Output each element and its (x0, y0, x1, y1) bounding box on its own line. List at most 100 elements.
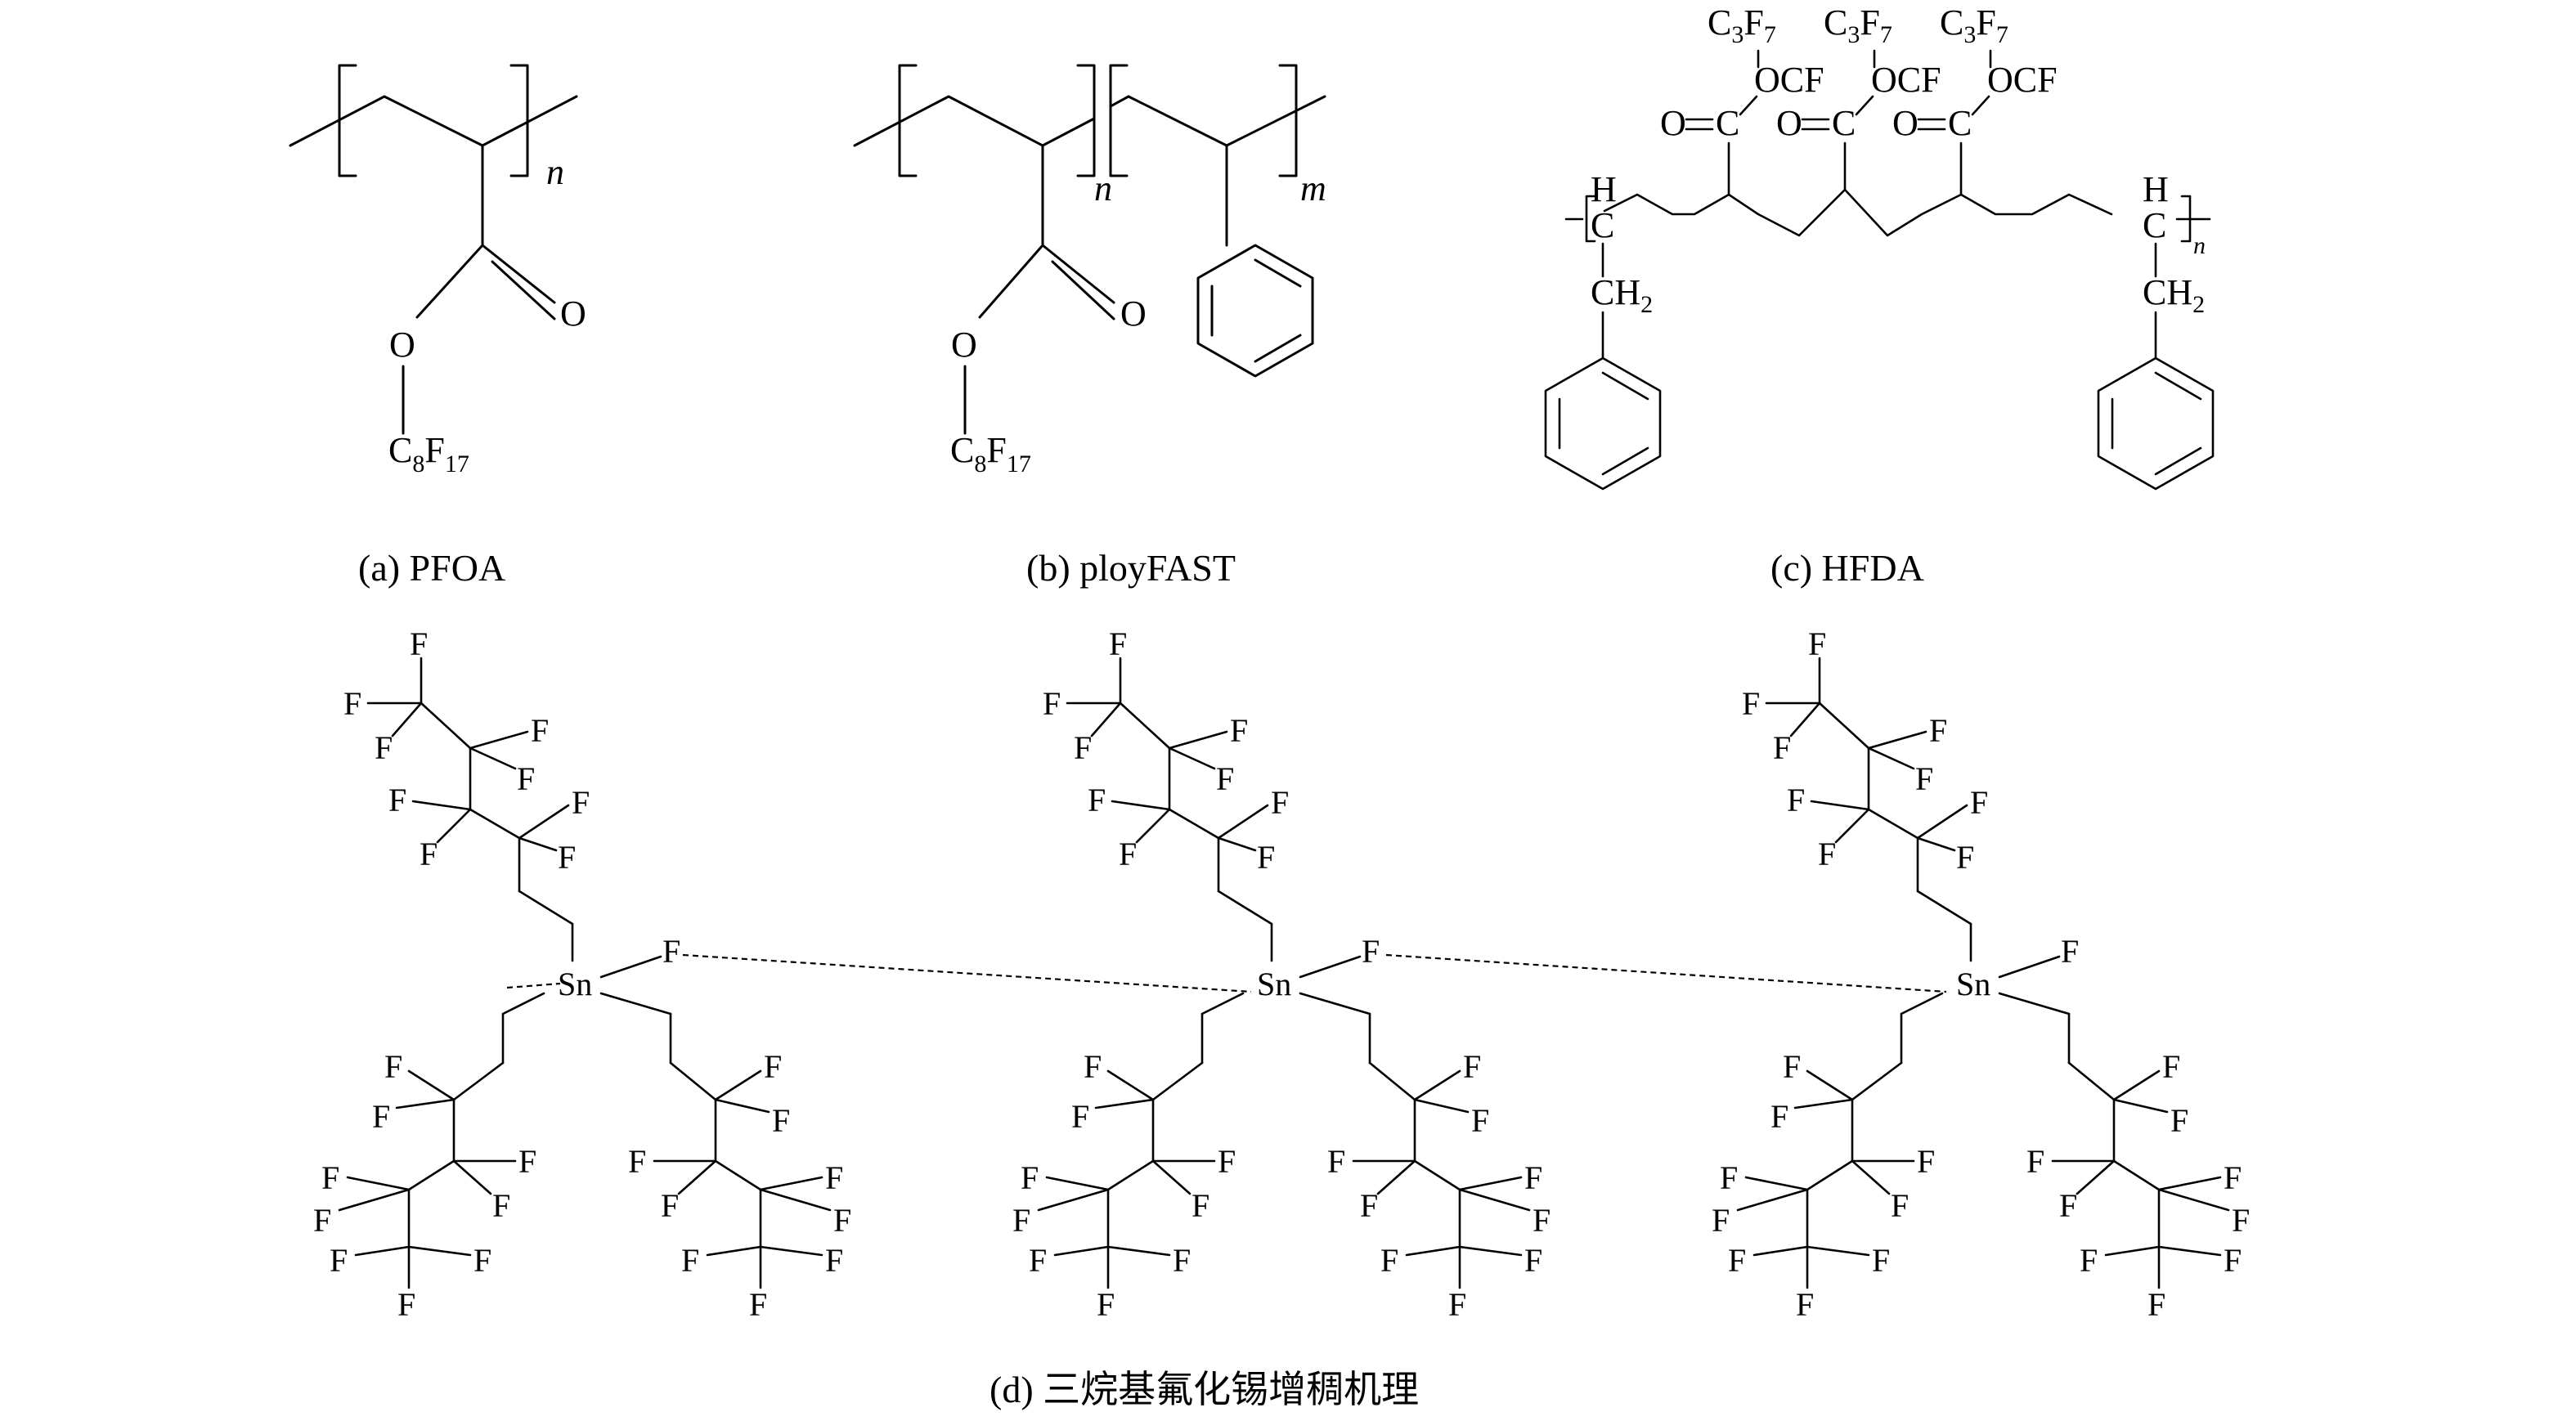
lowleft-c1-fluorine-1: F (1071, 1098, 1089, 1135)
svg-text:CH2: CH2 (2143, 272, 2205, 318)
upper-c3-fluorine-0: F (1929, 712, 1947, 749)
lowright-c2-fluorine-1: F (661, 1187, 679, 1224)
tin-bound-fluorine: F (662, 933, 680, 970)
lowleft-c1-fluorine-1: F (1770, 1098, 1788, 1135)
upper-c2-fluorine-0: F (388, 782, 406, 818)
caption-d: (d) 三烷基氟化锡增稠机理 (990, 1369, 1419, 1410)
upper-c4-fluorine-1: F (1773, 729, 1791, 766)
lowright-c2-fluorine-0: F (628, 1143, 646, 1180)
lowleft-c4-fluorine-0: F (1029, 1242, 1047, 1279)
svg-text:C: C (1948, 103, 1972, 143)
lowright-c4-fluorine-1: F (1524, 1242, 1542, 1279)
lowright-c2-fluorine-1: F (1360, 1187, 1378, 1224)
svg-text:C3F7: C3F7 (1824, 2, 1892, 48)
lowleft-c4-fluorine-2: F (1097, 1286, 1115, 1323)
repeat-m-b: m (1300, 168, 1326, 208)
upper-c2-fluorine-1: F (1119, 836, 1137, 872)
lowright-c3-fluorine-1: F (1533, 1202, 1551, 1239)
svg-text:C: C (1832, 103, 1856, 143)
lowright-c2-fluorine-0: F (1327, 1143, 1345, 1180)
lowright-c1-fluorine-1: F (1471, 1102, 1489, 1139)
lowleft-c3-fluorine-1: F (1012, 1202, 1030, 1239)
lowright-c3-fluorine-0: F (1524, 1159, 1542, 1196)
lowleft-c4-fluorine-0: F (1728, 1242, 1746, 1279)
pfoa-structure: n O O C8F17 (289, 64, 586, 477)
svg-text:H: H (1591, 169, 1617, 209)
lowright-c4-fluorine-1: F (825, 1242, 843, 1279)
lowleft-c3-fluorine-0: F (1021, 1159, 1039, 1196)
perfluoro-chain-a: C8F17 (388, 430, 469, 477)
upper-c2-fluorine-1: F (1818, 836, 1836, 872)
svg-text:C: C (2143, 205, 2166, 245)
upper-c3-fluorine-0: F (531, 712, 549, 749)
phenyl-ring-b (1196, 244, 1314, 378)
svg-text:C: C (1716, 103, 1739, 143)
lowright-c4-fluorine-0: F (2080, 1242, 2098, 1279)
lowleft-c4-fluorine-2: F (397, 1286, 415, 1323)
svg-text:O: O (1892, 103, 1919, 143)
upper-c1-fluorine-0: F (572, 784, 590, 821)
lowleft-c4-fluorine-1: F (1173, 1242, 1191, 1279)
upper-c4-fluorine-0: F (343, 685, 361, 722)
lowleft-c2-fluorine-0: F (1218, 1143, 1236, 1180)
upper-c4-fluorine-2: F (1109, 625, 1127, 662)
phenyl-ring-c-right (2097, 356, 2215, 491)
tin-bound-fluorine: F (2061, 933, 2079, 970)
tin-atom: Sn (1956, 966, 1990, 1002)
phenyl-ring-c-left (1544, 356, 1662, 491)
lowright-c4-fluorine-2: F (1448, 1286, 1466, 1323)
tin-atom: Sn (1257, 966, 1291, 1002)
carbonyl-oxygen-a: O (560, 294, 586, 334)
lowleft-c4-fluorine-1: F (1872, 1242, 1890, 1279)
svg-text:O: O (1660, 103, 1686, 143)
sn-f-interaction-1 (682, 953, 1252, 993)
lowright-c3-fluorine-0: F (825, 1159, 843, 1196)
svg-text:C3F7: C3F7 (1708, 2, 1776, 48)
upper-c1-fluorine-0: F (1271, 784, 1289, 821)
tin-atom: Sn (558, 966, 592, 1002)
lowright-c4-fluorine-0: F (681, 1242, 699, 1279)
lowleft-c2-fluorine-0: F (1917, 1143, 1935, 1180)
upper-c1-fluorine-0: F (1970, 784, 1988, 821)
lowright-c1-fluorine-0: F (2162, 1048, 2180, 1085)
lowright-c4-fluorine-1: F (2224, 1242, 2242, 1279)
sn-f-interaction-2 (1385, 953, 1947, 993)
svg-text:H: H (2143, 169, 2169, 209)
repeat-n-b: n (1094, 168, 1112, 208)
lowleft-c3-fluorine-1: F (313, 1202, 331, 1239)
ester-oxygen-b: O (951, 325, 977, 365)
lowleft-c4-fluorine-1: F (473, 1242, 491, 1279)
lowright-c4-fluorine-2: F (2147, 1286, 2165, 1323)
lowright-c3-fluorine-1: F (2232, 1202, 2250, 1239)
lowleft-c1-fluorine-0: F (1783, 1048, 1801, 1085)
hfda-structure: C3F7 C3F7 C3F7 OCF OCF OCF O O O C C C (1544, 2, 2215, 491)
lowright-c1-fluorine-1: F (2170, 1102, 2188, 1139)
upper-c1-fluorine-1: F (1257, 839, 1275, 876)
upper-c4-fluorine-2: F (410, 625, 428, 662)
caption-a: (a) PFOA (358, 547, 505, 589)
lowleft-c2-fluorine-1: F (1891, 1187, 1909, 1224)
lowleft-c1-fluorine-0: F (384, 1048, 402, 1085)
lowright-c1-fluorine-0: F (1463, 1048, 1481, 1085)
svg-text:O: O (1776, 103, 1802, 143)
upper-c4-fluorine-1: F (375, 729, 393, 766)
carbonyl-oxygen-b: O (1120, 294, 1147, 334)
lowleft-c4-fluorine-2: F (1796, 1286, 1814, 1323)
lowright-c2-fluorine-0: F (2026, 1143, 2044, 1180)
upper-c3-fluorine-1: F (1915, 760, 1933, 797)
upper-c1-fluorine-1: F (1956, 839, 1974, 876)
lowright-c1-fluorine-0: F (764, 1048, 782, 1085)
svg-text:CH2: CH2 (1591, 272, 1653, 318)
upper-c3-fluorine-0: F (1230, 712, 1248, 749)
caption-c: (c) HFDA (1770, 547, 1924, 589)
lowleft-c1-fluorine-1: F (372, 1098, 390, 1135)
lowright-c4-fluorine-2: F (749, 1286, 767, 1323)
upper-c4-fluorine-1: F (1074, 729, 1092, 766)
ester-oxygen-a: O (389, 325, 415, 365)
lowright-c1-fluorine-1: F (772, 1102, 790, 1139)
lowright-c3-fluorine-1: F (833, 1202, 851, 1239)
